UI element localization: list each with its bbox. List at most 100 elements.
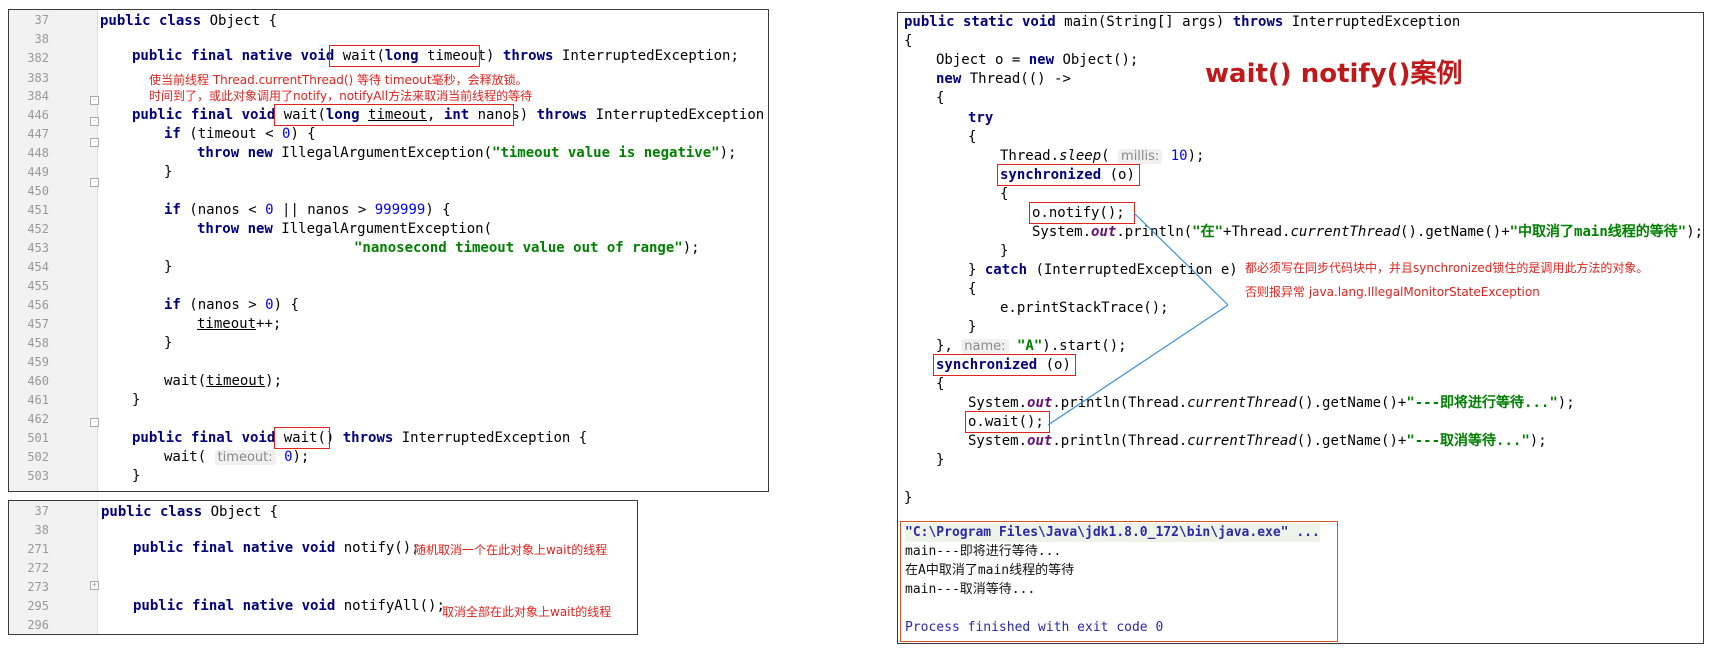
param-hint-name: name: [961, 339, 1009, 354]
code-line: } [904, 490, 913, 506]
notifyall-annotation: 取消全部在此对象上wait的线程 [442, 605, 612, 619]
code-line: if (timeout < 0) { [164, 126, 316, 142]
code-line: { [968, 129, 977, 145]
fold-marker-icon[interactable]: - [90, 96, 99, 105]
code-line: wait(timeout); [164, 373, 283, 389]
line-number: 459 [27, 355, 49, 369]
main-example-panel: public static void main(String[] args) t… [897, 12, 1704, 644]
code-line: public static void main(String[] args) t… [904, 14, 1461, 30]
line-number: 296 [27, 618, 49, 632]
line-number: 384 [27, 89, 49, 103]
code-line: } [164, 335, 173, 351]
highlight-synchronized-outer [933, 354, 1076, 376]
line-number-gutter [9, 10, 98, 491]
line-number: 458 [27, 336, 49, 350]
page-title: wait() notify()案例 [1205, 59, 1463, 89]
code-line: public final native void notifyAll(); [133, 598, 445, 614]
line-number: 462 [27, 412, 49, 426]
console-line: "C:\Program Files\Java\jdk1.8.0_172\bin\… [905, 523, 1320, 542]
console-line: main---即将进行等待... [905, 544, 1062, 559]
line-number: 383 [27, 71, 49, 85]
exception-annotation: 否则报异常 java.lang.IllegalMonitorStateExcep… [1245, 285, 1540, 299]
line-number: 446 [27, 108, 49, 122]
line-number: 382 [27, 51, 49, 65]
wait-annotation-2: 时间到了，或此对象调用了notify，notifyAll方法来取消当前线程的等待 [149, 89, 533, 103]
line-number: 449 [27, 165, 49, 179]
code-line: public class Object { [100, 13, 278, 29]
code-line: o.notify(); [1032, 205, 1125, 221]
code-line: { [936, 376, 945, 392]
line-number: 38 [34, 523, 49, 537]
code-line: } [164, 259, 173, 275]
code-line: { [1000, 186, 1009, 202]
fold-marker-icon[interactable]: - [90, 178, 99, 187]
line-number: 461 [27, 393, 49, 407]
line-number: 453 [27, 241, 49, 255]
fold-marker-icon[interactable]: - [90, 138, 99, 147]
connector-lines [1047, 212, 1229, 426]
param-hint-timeout: timeout: [214, 450, 276, 465]
code-line: }, name: "A").start(); [936, 338, 1127, 354]
line-number: 451 [27, 203, 49, 217]
run-console: "C:\Program Files\Java\jdk1.8.0_172\bin\… [900, 521, 1338, 642]
code-line: } [936, 452, 945, 468]
code-line: System.out.println(Thread.currentThread(… [968, 433, 1547, 449]
line-number: 37 [34, 504, 49, 518]
code-line: Object o = new Object(); [936, 52, 1139, 68]
sync-requirement-annotation: 都必须写在同步代码块中，并且synchronized锁住的是调用此方法的对象。 [1245, 261, 1649, 275]
notify-annotation: 随机取消一个在此对象上wait的线程 [414, 543, 608, 557]
console-line: Process finished with exit code 0 [905, 620, 1164, 635]
highlight-synchronized-inner [997, 164, 1140, 186]
highlight-wait-noarg [274, 427, 330, 449]
code-line: e.printStackTrace(); [1000, 300, 1169, 316]
code-line: new Thread(() -> [936, 71, 1071, 87]
code-line: synchronized (o) [1000, 167, 1135, 183]
highlight-wait-long [329, 45, 480, 67]
line-number: 501 [27, 431, 49, 445]
code-line: public final void wait() throws Interrup… [132, 430, 588, 446]
line-number: 448 [27, 146, 49, 160]
line-number: 450 [27, 184, 49, 198]
fold-marker-icon[interactable]: - [90, 117, 99, 126]
code-line: { [936, 90, 945, 106]
line-number: 455 [27, 279, 49, 293]
code-line: } [132, 468, 141, 484]
console-line: 在A中取消了main线程的等待 [905, 563, 1075, 578]
code-line: timeout++; [197, 316, 282, 332]
code-line: synchronized (o) [936, 357, 1071, 373]
line-number: 502 [27, 450, 49, 464]
line-number: 295 [27, 599, 49, 613]
code-line: throw new IllegalArgumentException( [197, 221, 493, 237]
code-line: o.wait(); [968, 414, 1044, 430]
line-number: 452 [27, 222, 49, 236]
line-number: 460 [27, 374, 49, 388]
line-number: 37 [34, 13, 49, 27]
line-number: 454 [27, 260, 49, 274]
code-line: wait( timeout: 0); [164, 449, 310, 465]
code-line: public class Object { [101, 504, 279, 520]
code-line: throw new IllegalArgumentException("time… [197, 145, 737, 161]
code-line: } [132, 392, 141, 408]
code-line: if (nanos > 0) { [164, 297, 299, 313]
code-line: { [968, 281, 977, 297]
code-line: public final void wait(long timeout, int… [132, 107, 769, 123]
line-number: 447 [27, 127, 49, 141]
console-line: main---取消等待... [905, 582, 1036, 597]
code-line: } catch (InterruptedException e) [968, 262, 1238, 278]
fold-marker-icon[interactable]: - [90, 418, 99, 427]
param-hint-millis: millis: [1118, 149, 1163, 164]
code-line: { [904, 33, 913, 49]
highlight-wait [965, 411, 1050, 433]
code-line: try [968, 110, 994, 126]
code-line: } [968, 319, 977, 335]
code-line: } [164, 164, 173, 180]
code-line: public final native void notify(); [133, 540, 420, 556]
code-line: "nanosecond timeout value out of range")… [354, 240, 700, 256]
highlight-wait-long-int [274, 104, 514, 126]
line-number: 457 [27, 317, 49, 331]
line-number: 273 [27, 580, 49, 594]
code-line: System.out.println("在"+Thread.currentThr… [1032, 224, 1704, 240]
wait-annotation-1: 使当前线程 Thread.currentThread() 等待 timeout毫… [149, 73, 528, 87]
fold-marker-icon[interactable]: + [90, 581, 99, 590]
